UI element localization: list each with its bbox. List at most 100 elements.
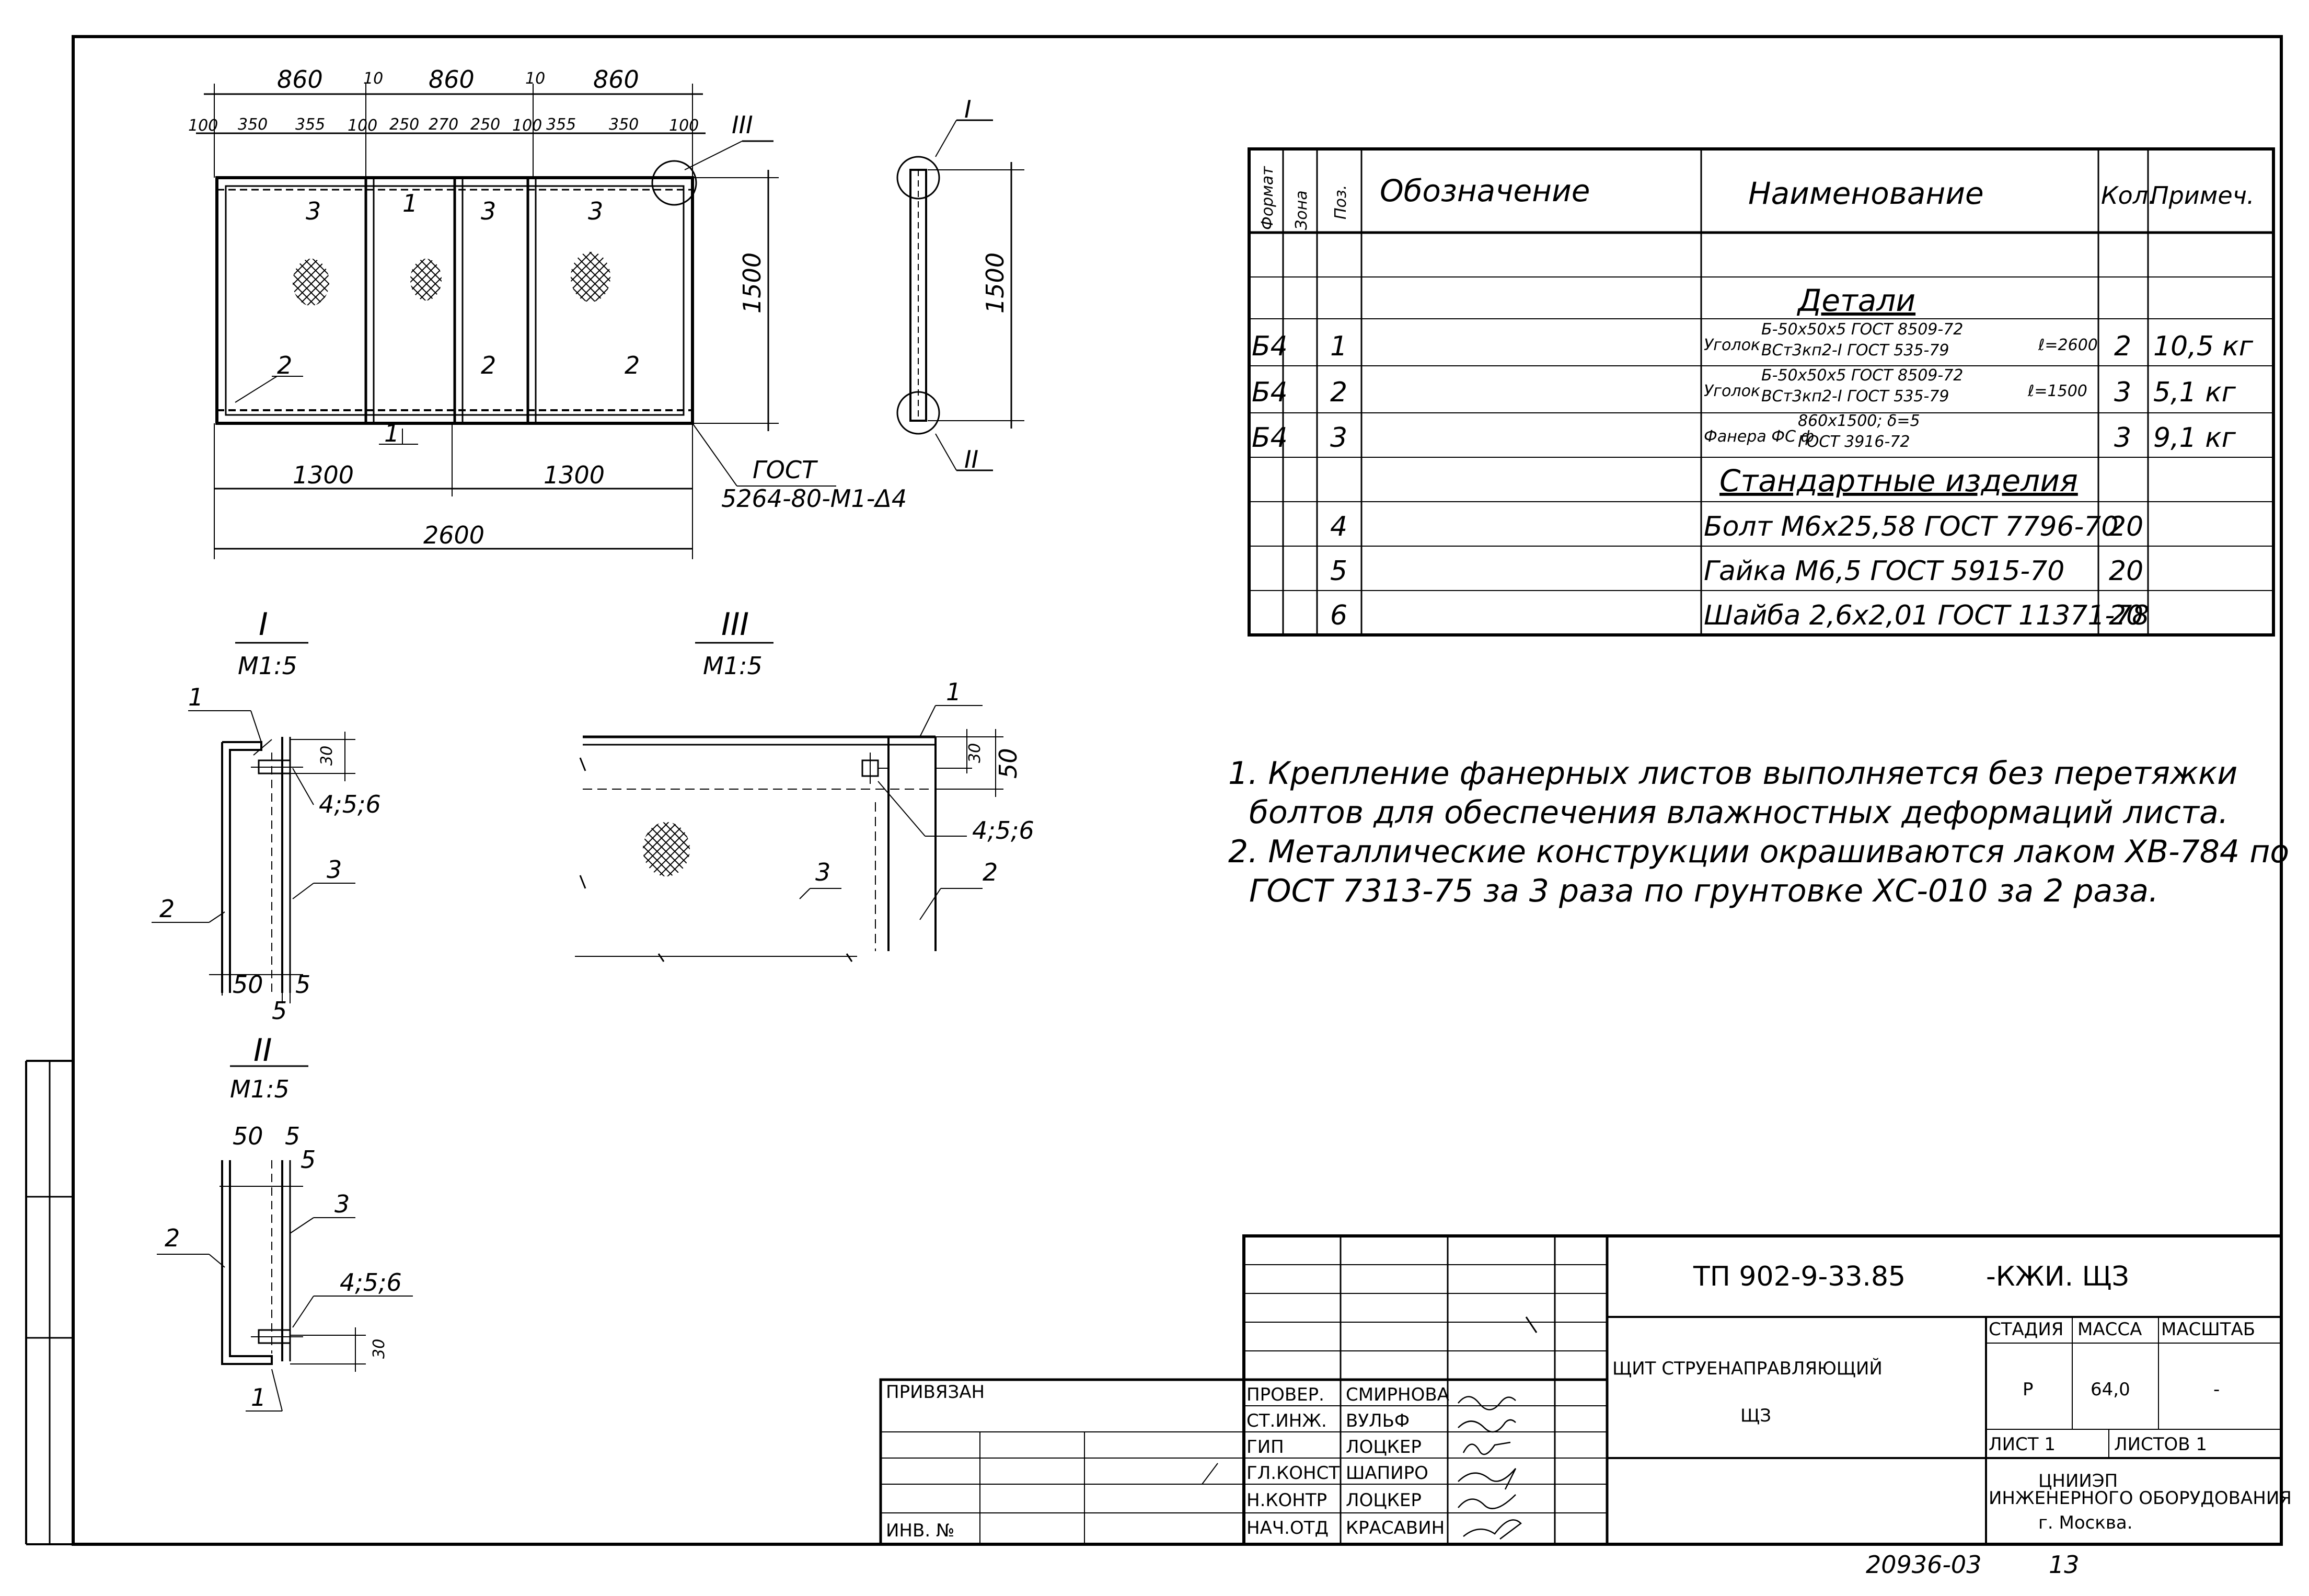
III-pos-1: 1 (946, 678, 961, 706)
row2-note: 5,1 кг (2153, 377, 2236, 408)
notes: 1. Крепление фанерных листов выполняется… (1228, 755, 2289, 909)
note-line-4: ГОСТ 7313-75 за 3 раза по грунтовке ХС-0… (1249, 873, 2158, 909)
III-pos-456: 4;5;6 (972, 816, 1034, 845)
role-3: ГЛ.КОНСТ (1246, 1463, 1340, 1484)
sheet-label: ЛИСТ 1 (1989, 1434, 2056, 1455)
row5-pos: 5 (1330, 556, 1347, 587)
row2-name: Уголок (1704, 382, 1760, 400)
row4-name: Болт М6х25,58 ГОСТ 7796-70 (1704, 511, 2118, 542)
row1-qty: 2 (2114, 331, 2131, 362)
title-line-1: ЩИТ СТРУЕНАПРАВЛЯЮЩИЙ (1612, 1358, 1883, 1379)
section-II (157, 1065, 413, 1412)
dim-1500-side: 1500 (981, 252, 1009, 314)
section-I (152, 642, 355, 1003)
row3-name-bottom: ГОСТ 3916-72 (1798, 433, 1910, 451)
section-standard: Стандартные изделия (1719, 463, 2078, 499)
I-dim-5b: 5 (272, 997, 287, 1025)
dim-860-b: 860 (429, 65, 475, 94)
row3-format: Б4 (1252, 422, 1288, 454)
I-dim-50: 50 (233, 970, 263, 999)
pos-3-b: 3 (481, 197, 496, 225)
title-line-2: ЩЗ (1740, 1405, 1771, 1426)
dim-860-c: 860 (593, 65, 639, 94)
hdr-zone: Зона (1292, 190, 1311, 230)
stage-label: СТАДИЯ (1989, 1319, 2063, 1340)
mark-I-side: I (964, 95, 972, 123)
dim-1500: 1500 (738, 252, 766, 314)
pos-3-c: 3 (588, 197, 603, 225)
hdr-note: Примеч. (2151, 181, 2255, 210)
hdr-pos: Поз. (1332, 185, 1350, 219)
row1-pos: 1 (1330, 331, 1347, 362)
hdr-designation: Обозначение (1380, 173, 1590, 209)
section-II-title: II (253, 1032, 272, 1069)
title-block-grid (879, 1234, 2283, 1546)
dim-1300-a: 1300 (293, 461, 354, 489)
footer: 20936-03 13 (1866, 1551, 2080, 1579)
row1-name: Уголок (1704, 336, 1760, 354)
pos-2-a: 2 (277, 351, 292, 379)
section-I-title: I (259, 606, 268, 643)
name-2: ЛОЦКЕР (1346, 1437, 1422, 1458)
dim-sub-3: 100 (348, 117, 377, 135)
II-dim-5: 5 (285, 1122, 300, 1150)
II-pos-1: 1 (251, 1383, 266, 1412)
dim-sub-7: 100 (512, 117, 542, 135)
pos-1-b: 1 (384, 419, 399, 447)
I-dim-30: 30 (318, 746, 336, 766)
spec-table-grid (1248, 147, 2275, 637)
II-pos-2: 2 (165, 1224, 180, 1252)
main-elevation-labels: 860 10 860 10 860 100 350 355 100 250 27… (188, 65, 907, 549)
section-I-scale: М1:5 (238, 652, 297, 680)
dim-sub-10: 100 (669, 117, 699, 135)
dim-10-a: 10 (363, 70, 383, 88)
section-II-labels: II М1:5 50 5 5 3 2 4;5;6 30 1 (165, 1032, 402, 1412)
II-dim-30: 30 (370, 1339, 388, 1359)
mark-II-side: II (964, 445, 978, 473)
sheets-label: ЛИСТОВ 1 (2114, 1434, 2207, 1455)
row2-pos: 2 (1330, 377, 1347, 408)
section-II-scale: М1:5 (230, 1075, 290, 1103)
page-number: 13 (2049, 1551, 2080, 1579)
row5-name: Гайка М6,5 ГОСТ 5915-70 (1704, 556, 2064, 587)
dim-sub-2: 355 (295, 115, 325, 134)
row2-name-bottom: ВСт3кп2-I ГОСТ 535-79 (1761, 387, 1949, 406)
gost-code: 5264-80-М1-Δ4 (721, 484, 907, 513)
section-III-title: III (721, 606, 749, 643)
II-pos-456: 4;5;6 (340, 1268, 402, 1297)
III-dim-30: 30 (966, 743, 984, 763)
signatures (1458, 1396, 1522, 1540)
row3-note: 9,1 кг (2153, 422, 2236, 454)
row2-format: Б4 (1252, 377, 1288, 408)
note-line-3: 2. Металлические конструкции окрашиваютс… (1228, 834, 2289, 870)
dim-sub-8: 355 (546, 115, 576, 134)
org-sub: ИНЖЕНЕРНОГО ОБОРУДОВАНИЯ (1989, 1488, 2292, 1509)
row1-format: Б4 (1252, 331, 1288, 362)
pos-3-a: 3 (306, 197, 321, 225)
I-pos-2: 2 (159, 895, 175, 923)
inv-no: ИНВ. № (886, 1520, 954, 1541)
name-5: КРАСАВИН (1346, 1518, 1445, 1539)
main-elevation (196, 84, 836, 559)
name-3: ШАПИРО (1346, 1463, 1428, 1484)
name-0: СМИРНОВА (1346, 1384, 1449, 1405)
I-pos-1: 1 (188, 683, 203, 711)
dim-1300-b: 1300 (544, 461, 605, 489)
doc-code: ТП 902-9-33.85 (1693, 1261, 1906, 1292)
II-pos-3: 3 (334, 1190, 350, 1218)
dim-sub-6: 250 (470, 115, 500, 134)
I-dim-5: 5 (295, 970, 310, 999)
row5-qty: 20 (2109, 556, 2143, 587)
role-1: СТ.ИНЖ. (1246, 1410, 1327, 1431)
pos-1-a: 1 (402, 189, 418, 217)
III-pos-2: 2 (983, 858, 998, 886)
row6-pos: 6 (1330, 600, 1347, 631)
dim-2600: 2600 (423, 521, 484, 549)
II-dim-5b: 5 (301, 1146, 316, 1174)
name-1: ВУЛЬФ (1346, 1410, 1410, 1431)
hdr-format: Формат (1259, 166, 1277, 230)
hdr-name: Наименование (1748, 176, 1984, 211)
row4-pos: 4 (1330, 511, 1347, 542)
side-view (896, 119, 1024, 471)
scale-label: МАСШТАБ (2161, 1319, 2255, 1340)
